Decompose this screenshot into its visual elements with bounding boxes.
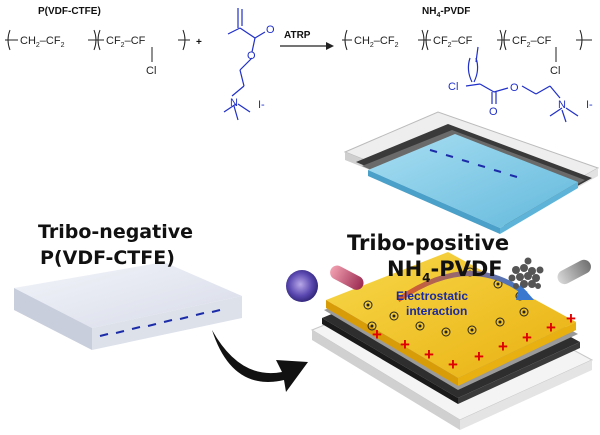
particle-cluster: [508, 257, 544, 289]
svg-text:CH2–CF2: CH2–CF2: [354, 35, 399, 49]
polymer-right: CH2–CF2 CF2–CF CF2–CF Cl: [342, 29, 593, 123]
atom-cl-graft: Cl: [448, 81, 458, 93]
svg-text:+: +: [474, 347, 484, 366]
svg-text:ATRP: ATRP: [284, 30, 311, 41]
svg-text:CH2–CF2: CH2–CF2: [20, 35, 65, 49]
atom-n-graft: N: [558, 99, 566, 111]
svg-text:+: +: [400, 335, 410, 354]
atom-o-graft-carbonyl: O: [489, 106, 498, 118]
svg-text:+: +: [448, 355, 458, 374]
svg-text:+: +: [424, 345, 434, 364]
inter-label-line2: interaction: [406, 304, 467, 318]
svg-text:+: +: [372, 325, 382, 344]
pos-label-line2: NH4-PVDF: [387, 257, 503, 285]
bacterium-rod-pink: [330, 265, 364, 290]
svg-text:+: +: [498, 337, 508, 356]
monomer-metac: [223, 8, 266, 121]
bottom-device-stack: [310, 252, 594, 430]
inter-label-line1: Electrostatic: [396, 289, 468, 303]
atom-cl-left: Cl: [146, 65, 156, 77]
interaction-arrowhead: [516, 284, 534, 300]
interaction-arrow: [396, 270, 528, 303]
iodide-graft: I-: [586, 99, 593, 111]
bacterium-rod-gray: [557, 259, 591, 285]
positive-charges: + + + + + + + + +: [372, 309, 576, 374]
svg-text:CF2–CF: CF2–CF: [512, 35, 552, 49]
atom-o-carbonyl: O: [266, 24, 275, 36]
lid-negative-charges: [429, 149, 518, 178]
atom-o-ester: O: [247, 50, 256, 62]
svg-text:+: +: [546, 318, 556, 337]
atom-cl-right: Cl: [550, 65, 560, 77]
svg-text:+: +: [522, 328, 532, 347]
svg-text:CF2–CF: CF2–CF: [433, 35, 473, 49]
pos-label-line1: Tribo-positive: [347, 231, 509, 255]
svg-text:+: +: [566, 309, 576, 328]
tribo-negative-film: [14, 262, 242, 350]
label-pvdf-ctfe: P(VDF-CTFE): [38, 6, 101, 17]
chem-scheme: P(VDF-CTFE) NH4-PVDF CH2–CF2 CF2–CF Cl +: [5, 6, 593, 123]
neg-label-line1: Tribo-negative: [38, 221, 193, 243]
bacterium-sphere: [286, 270, 318, 302]
polymer-left: CH2–CF2 CF2–CF Cl: [5, 29, 190, 77]
atom-o-graft-ester: O: [510, 82, 519, 94]
label-nh4-pvdf: NH4-PVDF: [422, 6, 470, 19]
curved-arrow: [212, 330, 308, 392]
plus-sign: +: [196, 37, 202, 48]
svg-text:CF2–CF: CF2–CF: [106, 35, 146, 49]
atom-n-monomer: N: [230, 97, 238, 109]
top-electrode-lid: [343, 111, 600, 234]
atrp-arrow: ATRP: [280, 30, 334, 50]
film-negative-charges: [99, 309, 221, 337]
neg-label-line2: P(VDF-CTFE): [40, 247, 175, 269]
iodide-monomer: I-: [258, 99, 265, 111]
